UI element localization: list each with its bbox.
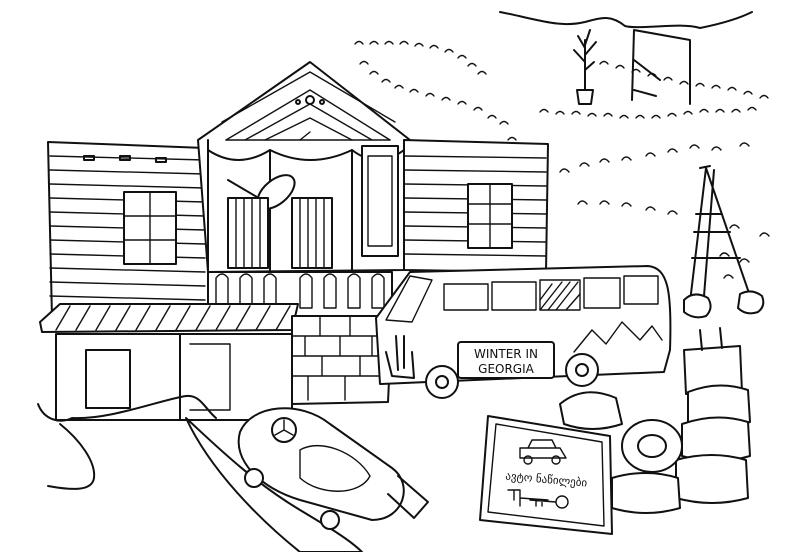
power-cable xyxy=(37,394,217,490)
auto-parts-sign: ავტო ნაწილები xyxy=(479,415,613,535)
bus-sign-line2: GEORGIA xyxy=(478,362,535,376)
car-drawing-icon xyxy=(519,439,567,465)
fan-icon xyxy=(271,417,297,443)
mountain-ridge xyxy=(499,11,753,29)
toy-car xyxy=(185,407,429,552)
ladder-frame xyxy=(683,165,765,319)
tire-stack xyxy=(559,327,751,514)
caliper-and-key-icon xyxy=(507,489,569,509)
bus xyxy=(375,265,672,399)
sapling-tree xyxy=(573,29,597,105)
bus-destination-sign: WINTER IN GEORGIA xyxy=(457,341,555,379)
bus-sign-line1: WINTER IN xyxy=(474,347,538,361)
goal-frame xyxy=(631,29,691,105)
wooden-house xyxy=(39,61,549,421)
dotted-field-rows xyxy=(354,40,770,279)
